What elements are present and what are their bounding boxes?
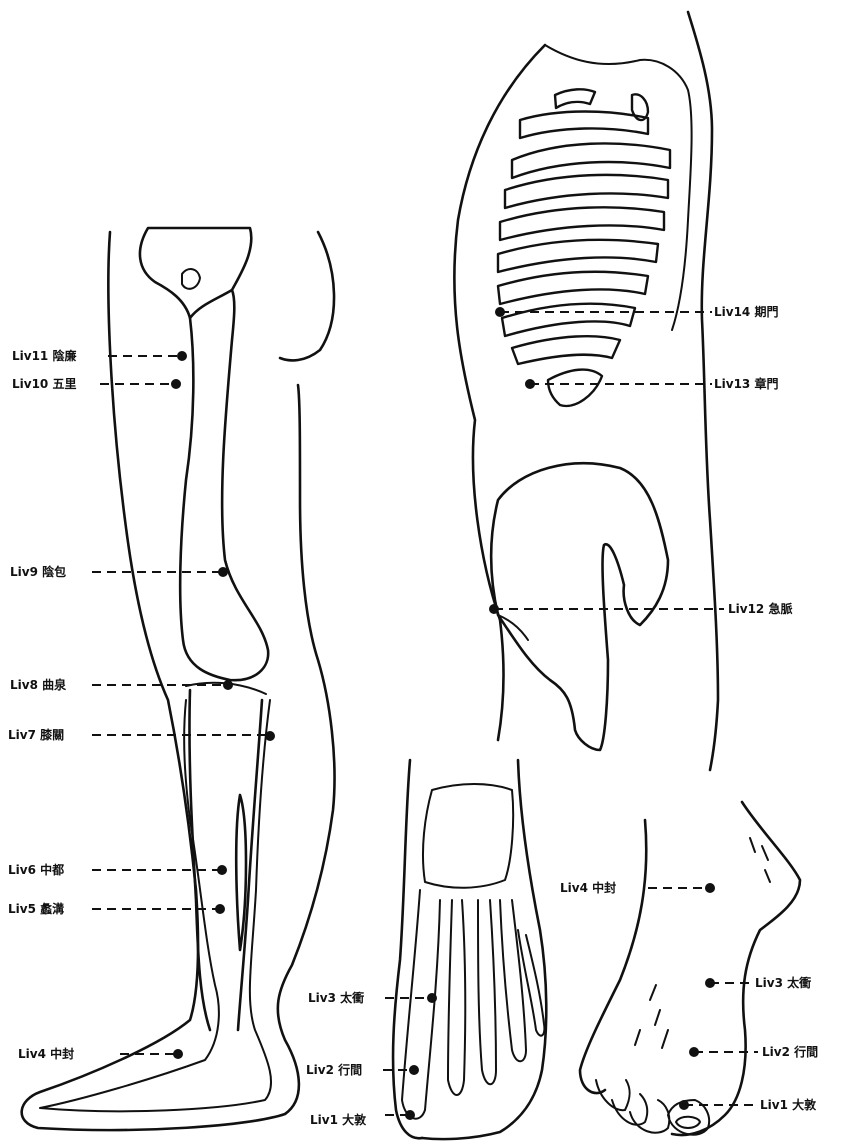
point-liv9 bbox=[218, 567, 228, 577]
point-liv3-front bbox=[427, 993, 437, 1003]
thigh-outline-front bbox=[280, 232, 334, 360]
torso-outline-front bbox=[454, 45, 545, 740]
point-liv1-side bbox=[679, 1100, 689, 1110]
label-liv10: Liv10 五里 bbox=[12, 376, 76, 391]
side-foot-tendons bbox=[635, 838, 770, 1048]
label-liv5: Liv5 蠡溝 bbox=[8, 901, 64, 916]
label-liv9: Liv9 陰包 bbox=[10, 564, 66, 579]
acupoints: Liv11 陰廉 Liv10 五里 Liv9 陰包 Liv8 曲泉 Liv7 膝… bbox=[8, 304, 818, 1127]
point-liv3-side bbox=[705, 978, 715, 988]
arm-outline bbox=[545, 45, 692, 330]
point-liv5 bbox=[215, 904, 225, 914]
obturator-foramen bbox=[182, 269, 200, 289]
rib bbox=[505, 175, 668, 208]
leg-figure bbox=[22, 228, 335, 1130]
femur-bone bbox=[180, 290, 268, 680]
point-liv8 bbox=[223, 680, 233, 690]
label-liv14: Liv14 期門 bbox=[714, 304, 778, 319]
point-liv4-side bbox=[705, 883, 715, 893]
front-foot-outline-left bbox=[393, 760, 422, 1138]
label-liv3-side: Liv3 太衝 bbox=[755, 975, 811, 990]
label-liv11: Liv11 陰廉 bbox=[12, 348, 76, 363]
point-liv2-side bbox=[689, 1047, 699, 1057]
point-liv1-front bbox=[405, 1110, 415, 1120]
rib bbox=[498, 240, 658, 272]
front-foot-figure bbox=[393, 760, 546, 1139]
label-liv6: Liv6 中都 bbox=[8, 862, 64, 877]
side-foot-toes bbox=[596, 1080, 709, 1135]
label-liv4-side: Liv4 中封 bbox=[560, 880, 616, 895]
ankle-line bbox=[423, 784, 513, 888]
label-liv1-side: Liv1 大敦 bbox=[760, 1097, 817, 1112]
label-liv4-leg: Liv4 中封 bbox=[18, 1046, 74, 1061]
ribcage bbox=[498, 89, 670, 406]
side-foot-nail bbox=[676, 1117, 700, 1128]
point-liv7 bbox=[265, 731, 275, 741]
side-foot-figure bbox=[580, 802, 800, 1135]
point-liv6 bbox=[217, 865, 227, 875]
rib bbox=[512, 336, 620, 364]
rib bbox=[502, 304, 635, 336]
point-liv11 bbox=[177, 351, 187, 361]
floating-rib bbox=[548, 370, 602, 406]
label-liv2-side: Liv2 行間 bbox=[762, 1044, 818, 1059]
label-liv3-front: Liv3 太衝 bbox=[308, 990, 364, 1005]
point-liv14 bbox=[495, 307, 505, 317]
side-foot-heel bbox=[672, 802, 800, 1135]
metatarsal-4 bbox=[500, 900, 526, 1061]
point-liv10 bbox=[171, 379, 181, 389]
label-liv8: Liv8 曲泉 bbox=[10, 677, 67, 692]
label-liv7: Liv7 膝關 bbox=[8, 727, 64, 742]
point-liv12 bbox=[489, 604, 499, 614]
side-foot-dorsum bbox=[580, 820, 646, 1093]
pelvis-outline bbox=[491, 463, 668, 750]
label-liv12: Liv12 急脈 bbox=[728, 601, 792, 616]
rib bbox=[498, 272, 648, 304]
torso-figure bbox=[454, 12, 718, 770]
rib bbox=[512, 143, 670, 178]
rib bbox=[555, 89, 595, 108]
rib bbox=[520, 112, 648, 139]
point-liv2-front bbox=[409, 1065, 419, 1075]
label-liv1-front: Liv1 大敦 bbox=[310, 1112, 367, 1127]
leg-outline-back bbox=[22, 232, 335, 1130]
point-liv13 bbox=[525, 379, 535, 389]
metatarsal-3 bbox=[478, 900, 496, 1084]
front-foot-outline-right bbox=[422, 760, 546, 1139]
rib bbox=[500, 207, 664, 240]
fibula-bone bbox=[236, 795, 246, 950]
metatarsal-2 bbox=[448, 900, 465, 1095]
label-liv2-front: Liv2 行間 bbox=[306, 1062, 362, 1077]
point-liv4-leg bbox=[173, 1049, 183, 1059]
label-liv13: Liv13 章門 bbox=[714, 376, 778, 391]
metatarsal-1 bbox=[402, 890, 440, 1119]
